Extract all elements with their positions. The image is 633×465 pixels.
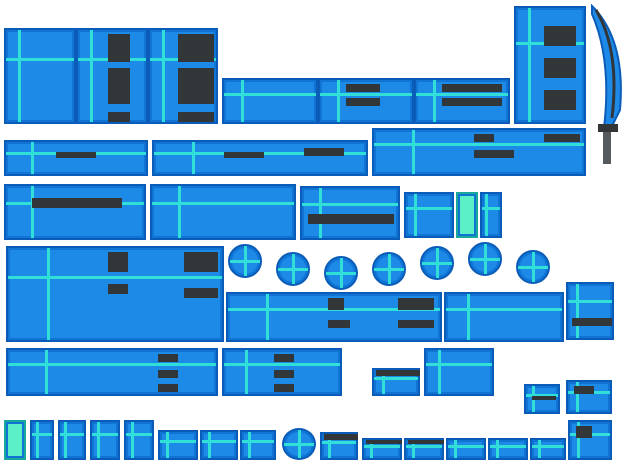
furniture-tile-sprite <box>148 28 218 124</box>
dark-panel <box>346 98 380 106</box>
furniture-tile-sprite <box>30 420 54 460</box>
furniture-tile-sprite <box>530 438 566 460</box>
dark-panel <box>328 298 344 310</box>
furniture-tile-sprite <box>468 242 502 276</box>
dark-panel <box>408 440 444 444</box>
dark-panel <box>398 320 434 328</box>
furniture-tile-sprite <box>158 430 198 460</box>
dark-panel <box>32 198 122 208</box>
sword-blade <box>591 3 622 132</box>
furniture-tile-sprite <box>480 192 502 238</box>
dark-panel <box>532 396 556 400</box>
furniture-tile-sprite <box>90 420 120 460</box>
furniture-tile-sprite <box>240 430 276 460</box>
furniture-tile-sprite <box>516 250 550 284</box>
furniture-tile-sprite <box>524 384 560 414</box>
dark-panel <box>544 134 580 142</box>
furniture-tile-sprite <box>4 420 26 460</box>
dark-panel <box>398 298 434 310</box>
furniture-tile-sprite <box>404 192 454 238</box>
dark-panel <box>346 84 380 92</box>
furniture-tile-sprite <box>456 192 478 238</box>
furniture-tile-sprite <box>4 184 146 240</box>
furniture-tile-sprite <box>124 420 154 460</box>
furniture-tile-sprite <box>446 438 486 460</box>
dark-panel <box>474 150 514 158</box>
furniture-tile-sprite <box>320 432 358 460</box>
dark-panel <box>442 98 502 106</box>
furniture-tile-sprite <box>420 246 454 280</box>
dark-panel <box>108 252 128 272</box>
furniture-tile-sprite <box>372 252 406 286</box>
dark-panel <box>328 320 350 328</box>
dark-panel <box>108 34 130 62</box>
furniture-tile-sprite <box>372 368 420 396</box>
dark-panel <box>274 354 294 362</box>
dark-panel <box>572 318 612 326</box>
furniture-tile-sprite <box>444 292 564 342</box>
furniture-tile-sprite <box>76 28 148 124</box>
furniture-tile-sprite <box>58 420 86 460</box>
furniture-tile-sprite <box>6 348 218 396</box>
furniture-tile-sprite <box>318 78 414 124</box>
dark-panel <box>324 434 358 440</box>
furniture-tile-sprite <box>276 252 310 286</box>
sword-hilt <box>603 132 611 164</box>
dark-panel <box>108 112 130 122</box>
furniture-tile-sprite <box>362 438 402 460</box>
furniture-tile-sprite <box>488 438 528 460</box>
dark-panel <box>178 112 214 122</box>
dark-panel <box>308 214 394 224</box>
sword-edge <box>594 9 616 119</box>
dark-panel <box>544 26 576 46</box>
furniture-tile-sprite <box>152 140 368 176</box>
dark-panel <box>178 34 214 62</box>
furniture-tile-sprite <box>424 348 494 396</box>
dark-panel <box>56 152 96 158</box>
furniture-tile-sprite <box>222 78 318 124</box>
furniture-tile-sprite <box>324 256 358 290</box>
furniture-tile-sprite <box>568 420 612 460</box>
dark-panel <box>474 134 494 142</box>
dark-panel <box>274 384 294 392</box>
furniture-tile-sprite <box>228 244 262 278</box>
dark-panel <box>574 386 594 394</box>
dark-panel <box>304 148 344 156</box>
furniture-tile-sprite <box>566 380 612 414</box>
furniture-tile-sprite <box>300 186 400 240</box>
furniture-tile-sprite <box>226 292 442 342</box>
furniture-tile-sprite <box>6 246 224 342</box>
dark-panel <box>274 370 294 378</box>
dark-panel <box>184 288 218 298</box>
dark-panel <box>376 370 420 376</box>
dark-panel <box>224 152 264 158</box>
furniture-tile-sprite <box>4 140 148 176</box>
dark-panel <box>178 68 214 104</box>
dark-panel <box>366 440 402 444</box>
furniture-tile-sprite <box>200 430 238 460</box>
furniture-tile-sprite <box>150 184 296 240</box>
dark-panel <box>442 84 502 92</box>
dark-panel <box>158 354 178 362</box>
dark-panel <box>544 58 576 78</box>
sword-guard <box>598 124 618 132</box>
furniture-tile-sprite <box>222 348 342 396</box>
dark-panel <box>544 90 576 110</box>
furniture-tile-sprite <box>566 282 614 340</box>
furniture-tile-sprite <box>514 6 586 124</box>
furniture-tile-sprite <box>414 78 510 124</box>
dark-panel <box>158 384 178 392</box>
dark-panel <box>108 284 128 294</box>
furniture-tile-sprite <box>372 128 586 176</box>
dark-panel <box>184 252 218 272</box>
furniture-tile-sprite <box>282 428 316 460</box>
dark-panel <box>108 68 130 104</box>
furniture-tile-sprite <box>404 438 444 460</box>
dark-panel <box>576 426 592 438</box>
furniture-tile-sprite <box>4 28 76 124</box>
dark-panel <box>158 370 178 378</box>
